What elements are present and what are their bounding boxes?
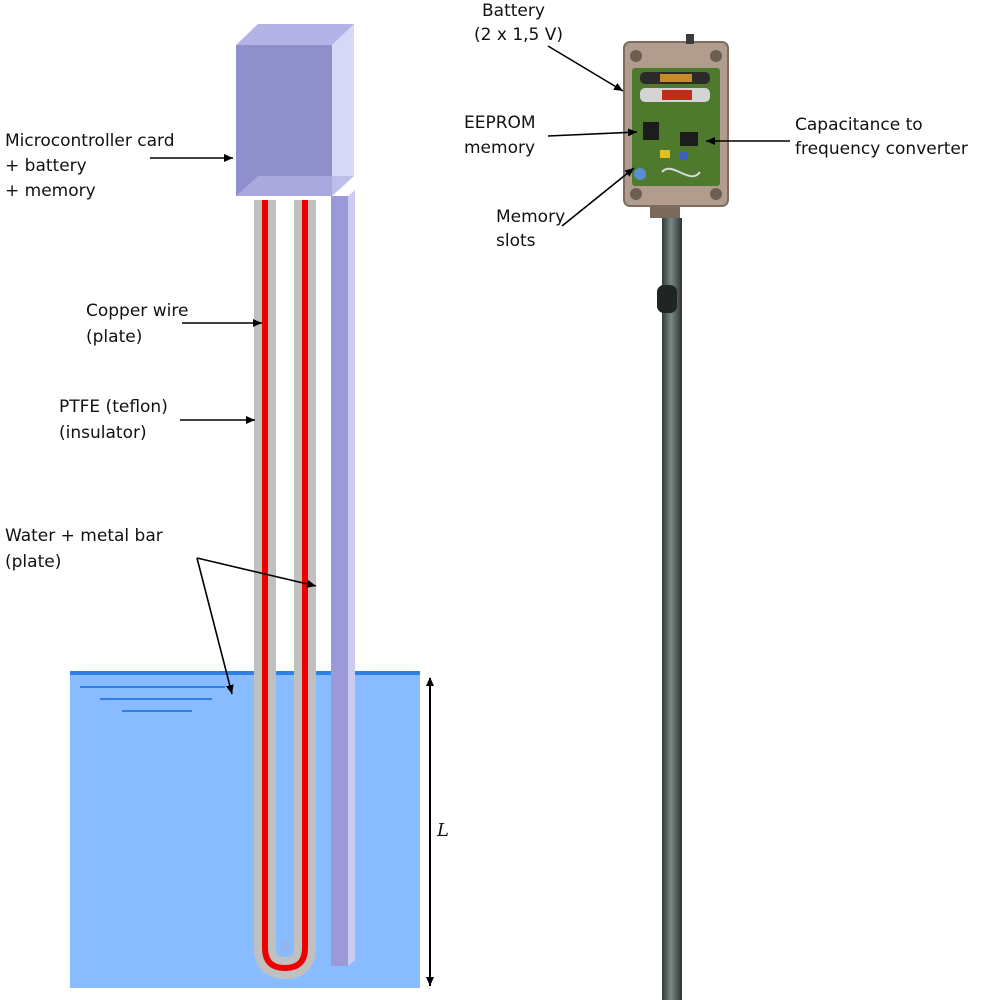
battery-cell-2-band [662,90,692,100]
battery-cell-1-label [660,74,692,82]
converter-label-line2: frequency converter [795,139,968,159]
copper-label-line2: (plate) [86,327,142,347]
converter-chip [680,132,698,146]
box-top [236,24,354,45]
copper-wire [262,200,308,972]
battery-label-line2: (2 x 1,5 V) [474,25,563,45]
capacitor-blue [680,152,688,160]
memory-slot [634,168,646,180]
water-arrow-water [196,557,234,695]
battery-arrow [547,45,624,92]
box-bottom [236,176,354,196]
converter-label-line1: Capacitance to [795,115,923,135]
metal-bar [331,196,348,966]
capacitor-yellow [660,150,670,158]
box-label-line3: + memory [5,181,96,201]
water-label-line1: Water + metal bar [5,526,163,546]
screw-tr [710,50,722,62]
box-front [236,45,332,196]
ptfe-label-line2: (insulator) [59,423,147,443]
slots-label-line1: Memory [496,207,565,227]
tube-bottom-marker [280,940,290,952]
screw-bl [630,188,642,200]
slots-label-line2: slots [496,231,536,251]
battery-label-line1: Battery [482,1,545,21]
eeprom-label-line2: memory [464,138,535,158]
eeprom-chip [643,122,659,140]
metal-bar-side [348,190,355,966]
box-label-line2: + battery [5,156,87,176]
probe-pole [662,218,682,1000]
screw-tl [630,50,642,62]
copper-label-line1: Copper wire [86,301,188,321]
probe-wire [661,167,701,178]
pole-clamp [657,285,677,313]
enclosure-tab [686,34,694,44]
slots-arrow [561,167,635,227]
water-body [70,673,420,988]
length-symbol: L [436,820,449,841]
box-label-line1: Microcontroller card [5,131,175,151]
box-side [332,24,354,196]
ptfe-label-line1: PTFE (teflon) [59,397,168,417]
eeprom-arrow [547,128,638,137]
water-label-line2: (plate) [5,552,61,572]
screw-br [710,188,722,200]
eeprom-label-line1: EEPROM [464,113,536,133]
water-arrow-bar [196,557,317,588]
